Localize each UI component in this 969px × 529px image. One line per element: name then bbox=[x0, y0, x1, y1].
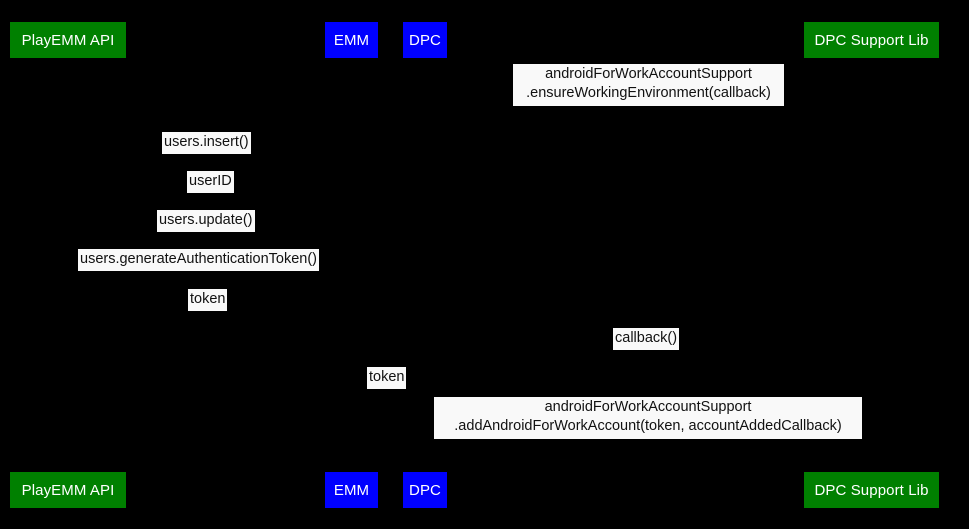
participant-header-dpc-label: DPC bbox=[409, 31, 441, 49]
participant-header-dpc-support-lib-label: DPC Support Lib bbox=[814, 31, 929, 49]
message-ensure-working-environment-line2: .ensureWorkingEnvironment(callback) bbox=[526, 85, 771, 101]
message-callback: callback() bbox=[613, 328, 680, 350]
participant-footer-dpc-support-lib[interactable]: DPC Support Lib bbox=[804, 472, 939, 508]
participant-footer-playemm-api[interactable]: PlayEMM API bbox=[10, 472, 126, 508]
participant-footer-dpc[interactable]: DPC bbox=[403, 472, 447, 508]
message-users-insert: users.insert() bbox=[162, 132, 251, 154]
participant-footer-dpc-label: DPC bbox=[409, 481, 441, 499]
participant-header-emm[interactable]: EMM bbox=[325, 22, 378, 58]
participant-footer-dpc-support-lib-label: DPC Support Lib bbox=[814, 481, 929, 499]
message-add-android-for-work-account-line1: androidForWorkAccountSupport bbox=[544, 399, 752, 415]
message-users-update: users.update() bbox=[157, 210, 255, 232]
participant-footer-playemm-api-label: PlayEMM API bbox=[21, 481, 115, 499]
participant-header-dpc[interactable]: DPC bbox=[403, 22, 447, 58]
participant-header-dpc-support-lib[interactable]: DPC Support Lib bbox=[804, 22, 939, 58]
participant-footer-emm-label: EMM bbox=[333, 481, 370, 499]
message-add-android-for-work-account-line2: .addAndroidForWorkAccount(token, account… bbox=[454, 418, 842, 434]
message-user-id: userID bbox=[187, 171, 234, 193]
participant-header-emm-label: EMM bbox=[333, 31, 370, 49]
participant-footer-emm[interactable]: EMM bbox=[325, 472, 378, 508]
message-add-android-for-work-account: androidForWorkAccountSupport .addAndroid… bbox=[434, 397, 862, 439]
message-token-1: token bbox=[188, 289, 228, 311]
message-ensure-working-environment-line1: androidForWorkAccountSupport bbox=[545, 66, 752, 82]
message-ensure-working-environment: androidForWorkAccountSupport .ensureWork… bbox=[513, 64, 784, 106]
participant-header-playemm-api[interactable]: PlayEMM API bbox=[10, 22, 126, 58]
participant-header-playemm-api-label: PlayEMM API bbox=[21, 31, 115, 49]
message-generate-authentication-token: users.generateAuthenticationToken() bbox=[78, 249, 319, 271]
message-token-2: token bbox=[367, 367, 407, 389]
